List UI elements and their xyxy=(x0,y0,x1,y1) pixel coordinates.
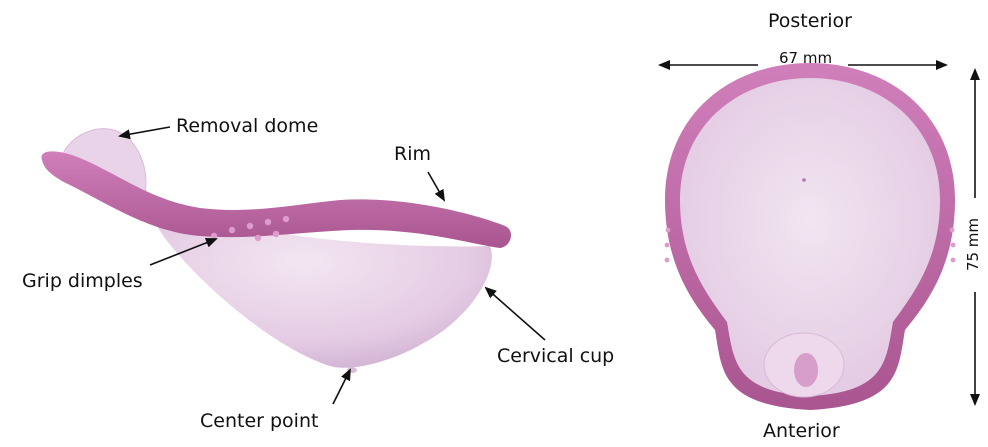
grip-dimple xyxy=(211,233,217,239)
top-view-device xyxy=(665,63,956,410)
label-posterior: Posterior xyxy=(768,12,852,31)
label-anterior: Anterior xyxy=(763,422,840,441)
cervical-cup-arrow xyxy=(486,288,545,340)
label-grip-dimples: Grip dimples xyxy=(22,272,143,291)
grip-dimple xyxy=(229,227,235,233)
top-removal-dome-tab xyxy=(794,353,818,387)
label-height: 75 mm xyxy=(966,218,981,271)
label-cervical-cup: Cervical cup xyxy=(497,347,614,366)
grip-dimple xyxy=(950,228,955,233)
grip-dimple xyxy=(665,243,670,248)
grip-dimple xyxy=(265,219,271,225)
grip-dimple xyxy=(951,258,956,263)
side-view-device xyxy=(41,129,511,373)
grip-dimple xyxy=(666,228,671,233)
rim-arrow xyxy=(428,172,444,200)
label-removal-dome: Removal dome xyxy=(176,117,318,136)
top-center-point xyxy=(802,178,806,182)
grip-dimple xyxy=(273,231,279,237)
grip-dimple xyxy=(283,216,289,222)
grip-dimple xyxy=(255,235,261,241)
center-point-arrow xyxy=(333,370,350,404)
grip-dimple xyxy=(951,243,956,248)
removal-dome-arrow xyxy=(120,127,170,136)
label-center-point: Center point xyxy=(200,412,318,431)
label-rim: Rim xyxy=(394,145,431,164)
grip-dimple xyxy=(665,258,670,263)
label-width: 67 mm xyxy=(779,51,832,66)
grip-dimple xyxy=(247,223,253,229)
